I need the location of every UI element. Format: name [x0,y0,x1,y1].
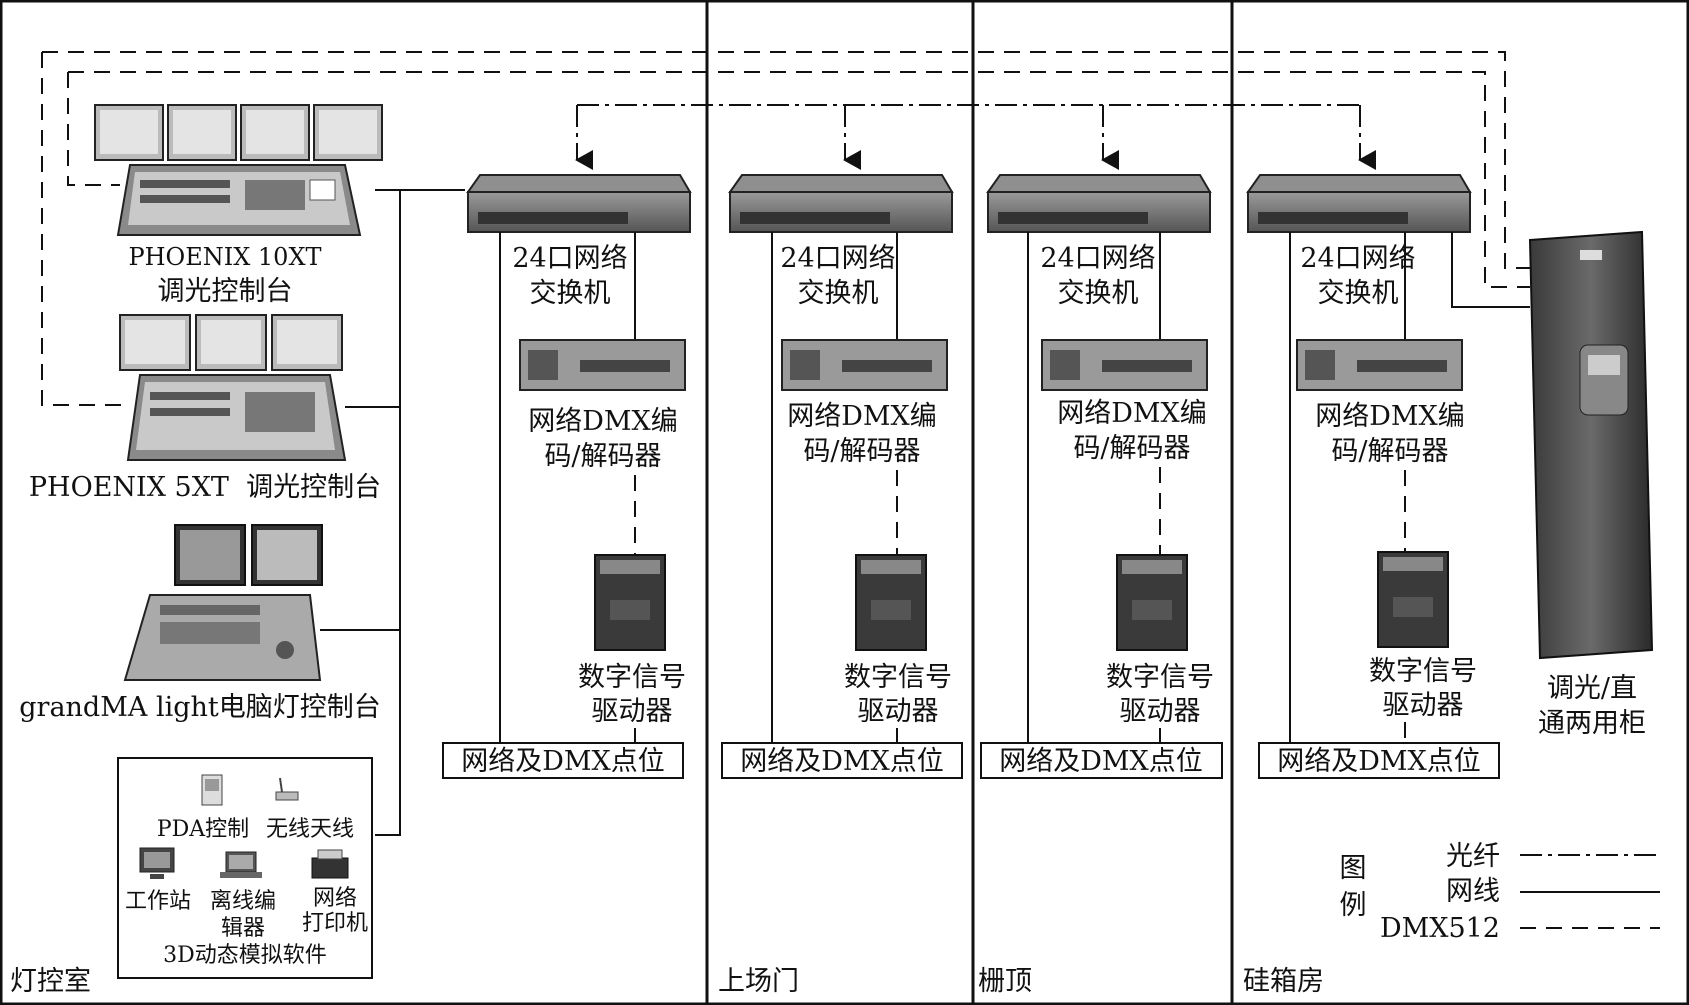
switch-4-label-2: 交换机 [1318,278,1399,309]
offline-editor-label-2: 辑器 [221,916,265,941]
switch-4-label-1: 24口网络 [1300,243,1415,274]
printer-label-1: 网络 [313,886,357,911]
peripherals-box [117,757,373,979]
point-2-label: 网络及DMX点位 [740,746,944,777]
workstation-label: 工作站 [125,889,191,914]
driver-1-label-2: 驱动器 [592,696,673,727]
point-3-label: 网络及DMX点位 [999,746,1203,777]
driver-4-label-2: 驱动器 [1383,690,1464,721]
dmx-line-inner [68,71,1530,288]
legend-dmx-label: DMX512 [1380,913,1500,944]
zone-label-dimmer-room: 硅箱房 [1243,966,1324,997]
offline-editor-label-1: 离线编 [210,889,276,914]
signal-driver-4 [1377,551,1449,648]
dimmer-cabinet [1528,230,1654,660]
switch-2-label-2: 交换机 [798,278,879,309]
signal-driver-2 [855,554,927,651]
legend: 图 例 光纤 网线 DMX512 [1340,841,1660,944]
encoder-3-label-2: 码/解码器 [1073,433,1190,464]
driver-3-label-2: 驱动器 [1120,696,1201,727]
point-1-label: 网络及DMX点位 [461,746,665,777]
point-box-3 [980,742,1223,779]
encoder-2-label-1: 网络DMX编 [787,401,937,432]
driver-2-label-2: 驱动器 [858,696,939,727]
point-4-label: 网络及DMX点位 [1277,746,1481,777]
legend-fiber-label: 光纤 [1446,841,1500,872]
dmx-encoder-2 [781,339,948,391]
point-box-1 [442,742,684,779]
point-box-4 [1258,742,1500,779]
column-4: 24口网络 交换机 网络DMX编 码/解码器 数字信号 驱动器 网络及DMX点位 [1246,174,1530,779]
switch-1-label-2: 交换机 [530,278,611,309]
point-box-2 [721,742,963,779]
zone-label-grid: 栅顶 [978,966,1032,997]
driver-2-label-1: 数字信号 [844,662,952,693]
dmx-line-inner-left [67,72,120,186]
laptop-icon [220,851,262,878]
legend-title-2: 例 [1340,890,1367,921]
switch-1-label-1: 24口网络 [512,243,627,274]
phoenix-10xt-label-1: PHOENIX 10XT [128,243,321,271]
switch-2-label-1: 24口网络 [780,243,895,274]
grandma-console [123,524,323,681]
encoder-3-label-1: 网络DMX编 [1057,398,1207,429]
grandma-label: grandMA light电脑灯控制台 [19,692,380,723]
zone-label-stage-door: 上场门 [718,966,799,997]
network-bus [375,189,401,836]
switch-3 [986,174,1212,233]
switch-3-label-2: 交换机 [1058,278,1139,309]
column-3: 24口网络 交换机 网络DMX编 码/解码器 数字信号 驱动器 网络及DMX点位 [980,174,1223,779]
dmx-encoder-3 [1041,339,1208,391]
column-2: 24口网络 交换机 网络DMX编 码/解码器 数字信号 驱动器 网络及DMX点位 [721,174,963,779]
sim-software-label: 3D动态模拟软件 [163,943,327,968]
switch-4 [1246,174,1472,233]
workstation-icon [139,847,175,879]
encoder-4-label-1: 网络DMX编 [1315,401,1465,432]
legend-title-1: 图 [1340,853,1367,884]
encoder-4-label-2: 码/解码器 [1331,436,1448,467]
dmx-encoder-4 [1296,339,1463,391]
driver-4-label-1: 数字信号 [1369,656,1477,687]
column-1: 24口网络 交换机 网络DMX编 码/解码器 数字信号 驱动器 网络及DMX点位 [442,174,692,779]
pda-label: PDA控制 [157,817,249,842]
legend-network-label: 网线 [1446,876,1500,907]
dmx-line-outer [42,51,1530,269]
phoenix-10xt-label-2: 调光控制台 [158,276,293,307]
zone-label-control-room: 灯控室 [10,966,91,997]
signal-driver-1 [594,554,666,651]
switch-1 [466,174,692,233]
network-to-cabinet [1451,232,1530,308]
encoder-1-label-2: 码/解码器 [544,441,661,472]
printer-icon [311,849,349,879]
dmx-line-outer-left [41,52,130,406]
switch-2 [728,174,954,233]
phoenix-5xt-console [119,314,347,461]
antenna-icon [275,777,299,801]
printer-label-2: 打印机 [302,911,368,936]
driver-3-label-1: 数字信号 [1106,662,1214,693]
pda-icon [201,774,223,806]
antenna-label: 无线天线 [266,817,354,842]
cabinet-label-2: 通两用柜 [1538,708,1646,739]
signal-driver-3 [1116,554,1188,651]
encoder-2-label-2: 码/解码器 [803,436,920,467]
switch-3-label-1: 24口网络 [1040,243,1155,274]
dmx-encoder-1 [519,339,686,391]
cabinet-label-1: 调光/直 [1547,673,1637,704]
encoder-1-label-1: 网络DMX编 [528,406,678,437]
driver-1-label-1: 数字信号 [578,662,686,693]
phoenix-5xt-label: PHOENIX 5XT 调光控制台 [29,472,381,503]
phoenix-10xt-console [94,104,383,236]
